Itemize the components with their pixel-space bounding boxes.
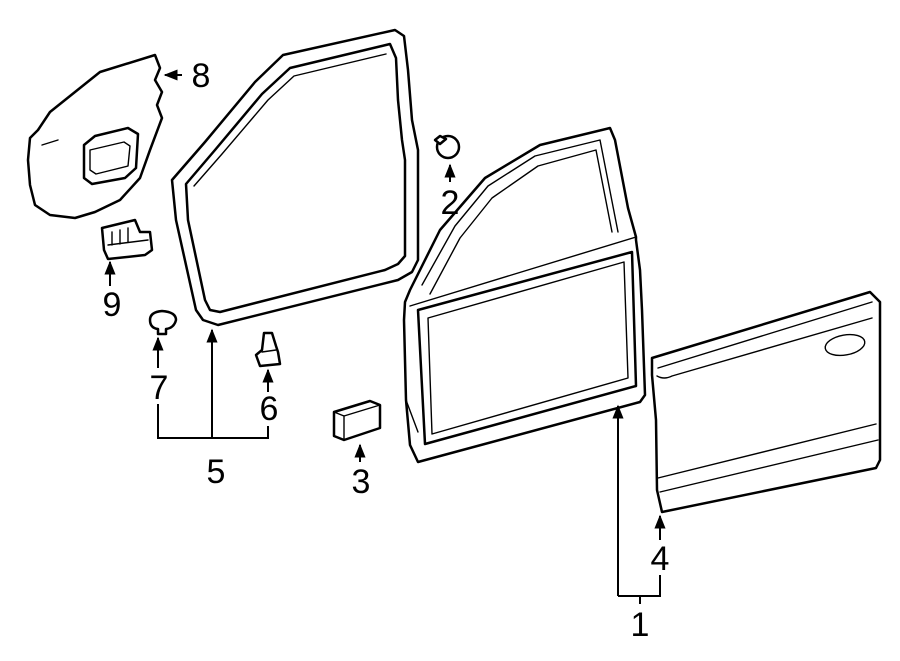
bracket-1 [618, 575, 661, 597]
door-shell [402, 126, 647, 464]
callout-4: 4 [651, 540, 670, 578]
callout-1: 1 [631, 606, 650, 644]
grommet [433, 134, 461, 160]
door-trim-panel [26, 53, 164, 220]
callout-9: 9 [103, 286, 122, 324]
weatherstrip [170, 28, 420, 327]
callout-8: 8 [192, 57, 211, 95]
callout-6: 6 [260, 390, 279, 428]
leader-lines [104, 69, 666, 604]
callout-7: 7 [150, 369, 169, 407]
plug [254, 331, 282, 368]
callout-5: 5 [207, 453, 226, 491]
callout-2: 2 [441, 184, 460, 222]
callout-3: 3 [352, 463, 371, 501]
bracket-5 [157, 404, 269, 439]
outer-door-panel [650, 290, 882, 514]
clip [148, 309, 178, 336]
pad [332, 399, 382, 442]
bracket [100, 218, 154, 261]
